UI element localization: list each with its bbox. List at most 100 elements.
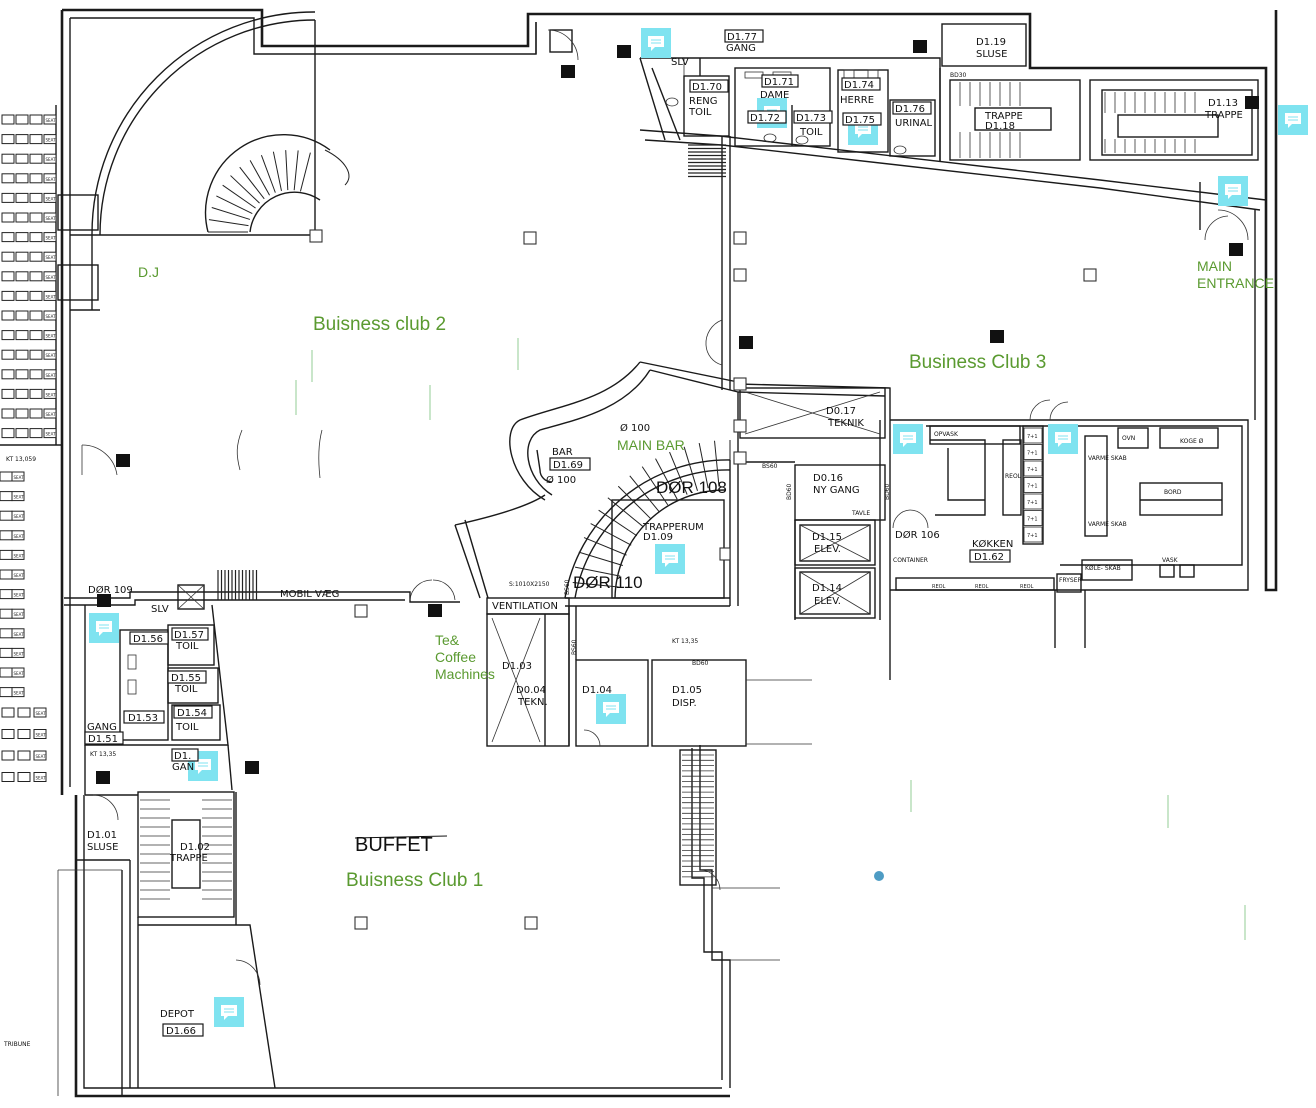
speech-bubble-icon[interactable] — [596, 694, 626, 724]
svg-text:7+1: 7+1 — [1027, 434, 1038, 440]
svg-text:SEAT: SEAT — [46, 177, 56, 182]
svg-text:TOIL: TOIL — [175, 722, 199, 733]
svg-text:7+1: 7+1 — [1027, 500, 1038, 506]
svg-text:D1.13: D1.13 — [1208, 98, 1238, 109]
svg-text:GANG: GANG — [726, 43, 756, 54]
svg-text:SEAT: SEAT — [46, 373, 56, 378]
svg-text:D1.56: D1.56 — [133, 634, 163, 645]
svg-text:TRAPPERUM: TRAPPERUM — [642, 522, 704, 533]
speech-bubble-icon[interactable] — [89, 613, 119, 643]
svg-text:D1.66: D1.66 — [166, 1026, 196, 1037]
svg-text:SEAT: SEAT — [14, 651, 24, 656]
svg-text:TAVLE: TAVLE — [851, 510, 870, 517]
svg-text:TRAPPE: TRAPPE — [1204, 110, 1243, 121]
seating-stands: SEAT SEAT SEAT SEAT SEAT SEAT SEAT SEAT SEAT SEAT… — [0, 114, 57, 782]
svg-text:SEAT: SEAT — [46, 314, 56, 319]
speech-bubble-icon[interactable] — [1278, 105, 1308, 135]
zone-te-3: Machines — [435, 666, 495, 682]
svg-text:SEAT: SEAT — [36, 733, 46, 738]
svg-text:KT 13,059: KT 13,059 — [6, 456, 36, 463]
svg-text:REOL: REOL — [1020, 584, 1034, 590]
svg-text:D1.: D1. — [174, 751, 191, 762]
svg-text:TOIL: TOIL — [799, 127, 823, 138]
svg-text:D1.03: D1.03 — [502, 661, 532, 672]
svg-text:DØR 106: DØR 106 — [895, 529, 940, 541]
svg-text:D1.74: D1.74 — [844, 80, 874, 91]
svg-text:SEAT: SEAT — [14, 632, 24, 637]
service-rooms — [486, 597, 812, 886]
svg-text:VARME SKAB: VARME SKAB — [1088, 455, 1127, 462]
svg-text:GAN: GAN — [172, 762, 194, 773]
svg-text:D1.09: D1.09 — [643, 532, 673, 543]
svg-text:SEAT: SEAT — [46, 255, 56, 260]
svg-text:SEAT: SEAT — [46, 236, 56, 241]
svg-text:BD30: BD30 — [950, 72, 967, 79]
svg-text:URINAL: URINAL — [895, 118, 933, 129]
zone-business-club-1: Buisness Club 1 — [346, 870, 483, 891]
svg-text:D1.51: D1.51 — [88, 734, 118, 745]
core-rooms — [738, 387, 886, 620]
svg-text:D1.18: D1.18 — [985, 121, 1015, 132]
svg-text:ELEV.: ELEV. — [814, 544, 841, 555]
svg-text:KOGE Ø: KOGE Ø — [1180, 438, 1204, 445]
spiral-stair — [57, 11, 350, 311]
svg-text:SEAT: SEAT — [14, 553, 24, 558]
svg-text:NY GANG: NY GANG — [813, 485, 860, 496]
svg-text:OVN: OVN — [1122, 435, 1135, 442]
speech-bubble-icon[interactable] — [1048, 424, 1078, 454]
columns — [354, 231, 1097, 930]
svg-text:REOL: REOL — [975, 584, 989, 590]
svg-text:S:1010X2150: S:1010X2150 — [509, 581, 550, 588]
svg-text:SEAT: SEAT — [46, 275, 56, 280]
svg-text:D1.71: D1.71 — [764, 77, 794, 88]
svg-text:SEAT: SEAT — [14, 691, 24, 696]
svg-text:BS60: BS60 — [564, 579, 571, 595]
black-square-markers — [96, 40, 1259, 784]
svg-text:D1.54: D1.54 — [177, 708, 207, 719]
svg-text:MOBIL VÆG: MOBIL VÆG — [280, 589, 339, 600]
svg-text:Ø 100: Ø 100 — [620, 422, 650, 434]
svg-text:SEAT: SEAT — [46, 353, 56, 358]
svg-text:SLV: SLV — [671, 57, 689, 68]
room-labels: D1.77 GANG D1.19 SLUSE SLV D1.70 RENG TO… — [3, 29, 1243, 1048]
svg-text:BAR: BAR — [552, 447, 573, 458]
svg-text:SEAT: SEAT — [46, 138, 56, 143]
svg-text:SEAT: SEAT — [46, 196, 56, 201]
svg-text:KT 13,35: KT 13,35 — [672, 638, 698, 645]
zone-te-1: Te& — [435, 632, 460, 648]
svg-text:GANG: GANG — [87, 722, 117, 733]
svg-text:D1.02: D1.02 — [180, 842, 210, 853]
zone-main-entrance-1: MAIN — [1197, 258, 1232, 274]
svg-text:Ø 100: Ø 100 — [546, 474, 576, 486]
svg-text:DØR 110: DØR 110 — [573, 573, 643, 592]
svg-text:BS60: BS60 — [762, 463, 778, 470]
svg-text:TRIBUNE: TRIBUNE — [3, 1041, 31, 1048]
speech-bubble-icon[interactable] — [655, 544, 685, 574]
svg-text:ELEV.: ELEV. — [814, 596, 841, 607]
speech-bubble-icon[interactable] — [214, 997, 244, 1027]
speech-bubble-icon[interactable] — [188, 751, 218, 781]
svg-text:KØKKEN: KØKKEN — [972, 538, 1013, 550]
speech-bubble-icon[interactable] — [641, 28, 671, 58]
svg-text:DAME: DAME — [760, 90, 789, 101]
svg-text:KØLE- SKAB: KØLE- SKAB — [1085, 565, 1121, 572]
zone-buffet: BUFFET — [355, 834, 433, 856]
walls — [0, 8, 1278, 1098]
svg-text:RENG: RENG — [689, 96, 718, 107]
svg-text:7+1: 7+1 — [1027, 451, 1038, 457]
svg-text:D1.55: D1.55 — [171, 673, 201, 684]
speech-bubble-icon[interactable] — [893, 424, 923, 454]
svg-text:OPVASK: OPVASK — [934, 431, 959, 438]
stair-d1-02 — [76, 791, 276, 1089]
svg-text:D1.15: D1.15 — [812, 532, 842, 543]
svg-text:D1.05: D1.05 — [672, 685, 702, 696]
speech-bubble-icon[interactable] — [1218, 176, 1248, 206]
svg-text:VASK: VASK — [1162, 557, 1179, 564]
zone-main-bar: MAIN BAR — [617, 437, 685, 453]
svg-text:D1.19: D1.19 — [976, 37, 1006, 48]
svg-text:SEAT: SEAT — [46, 392, 56, 397]
svg-text:D1.75: D1.75 — [845, 115, 875, 126]
svg-text:D0.17: D0.17 — [826, 406, 856, 417]
svg-text:D0.04: D0.04 — [516, 685, 546, 696]
